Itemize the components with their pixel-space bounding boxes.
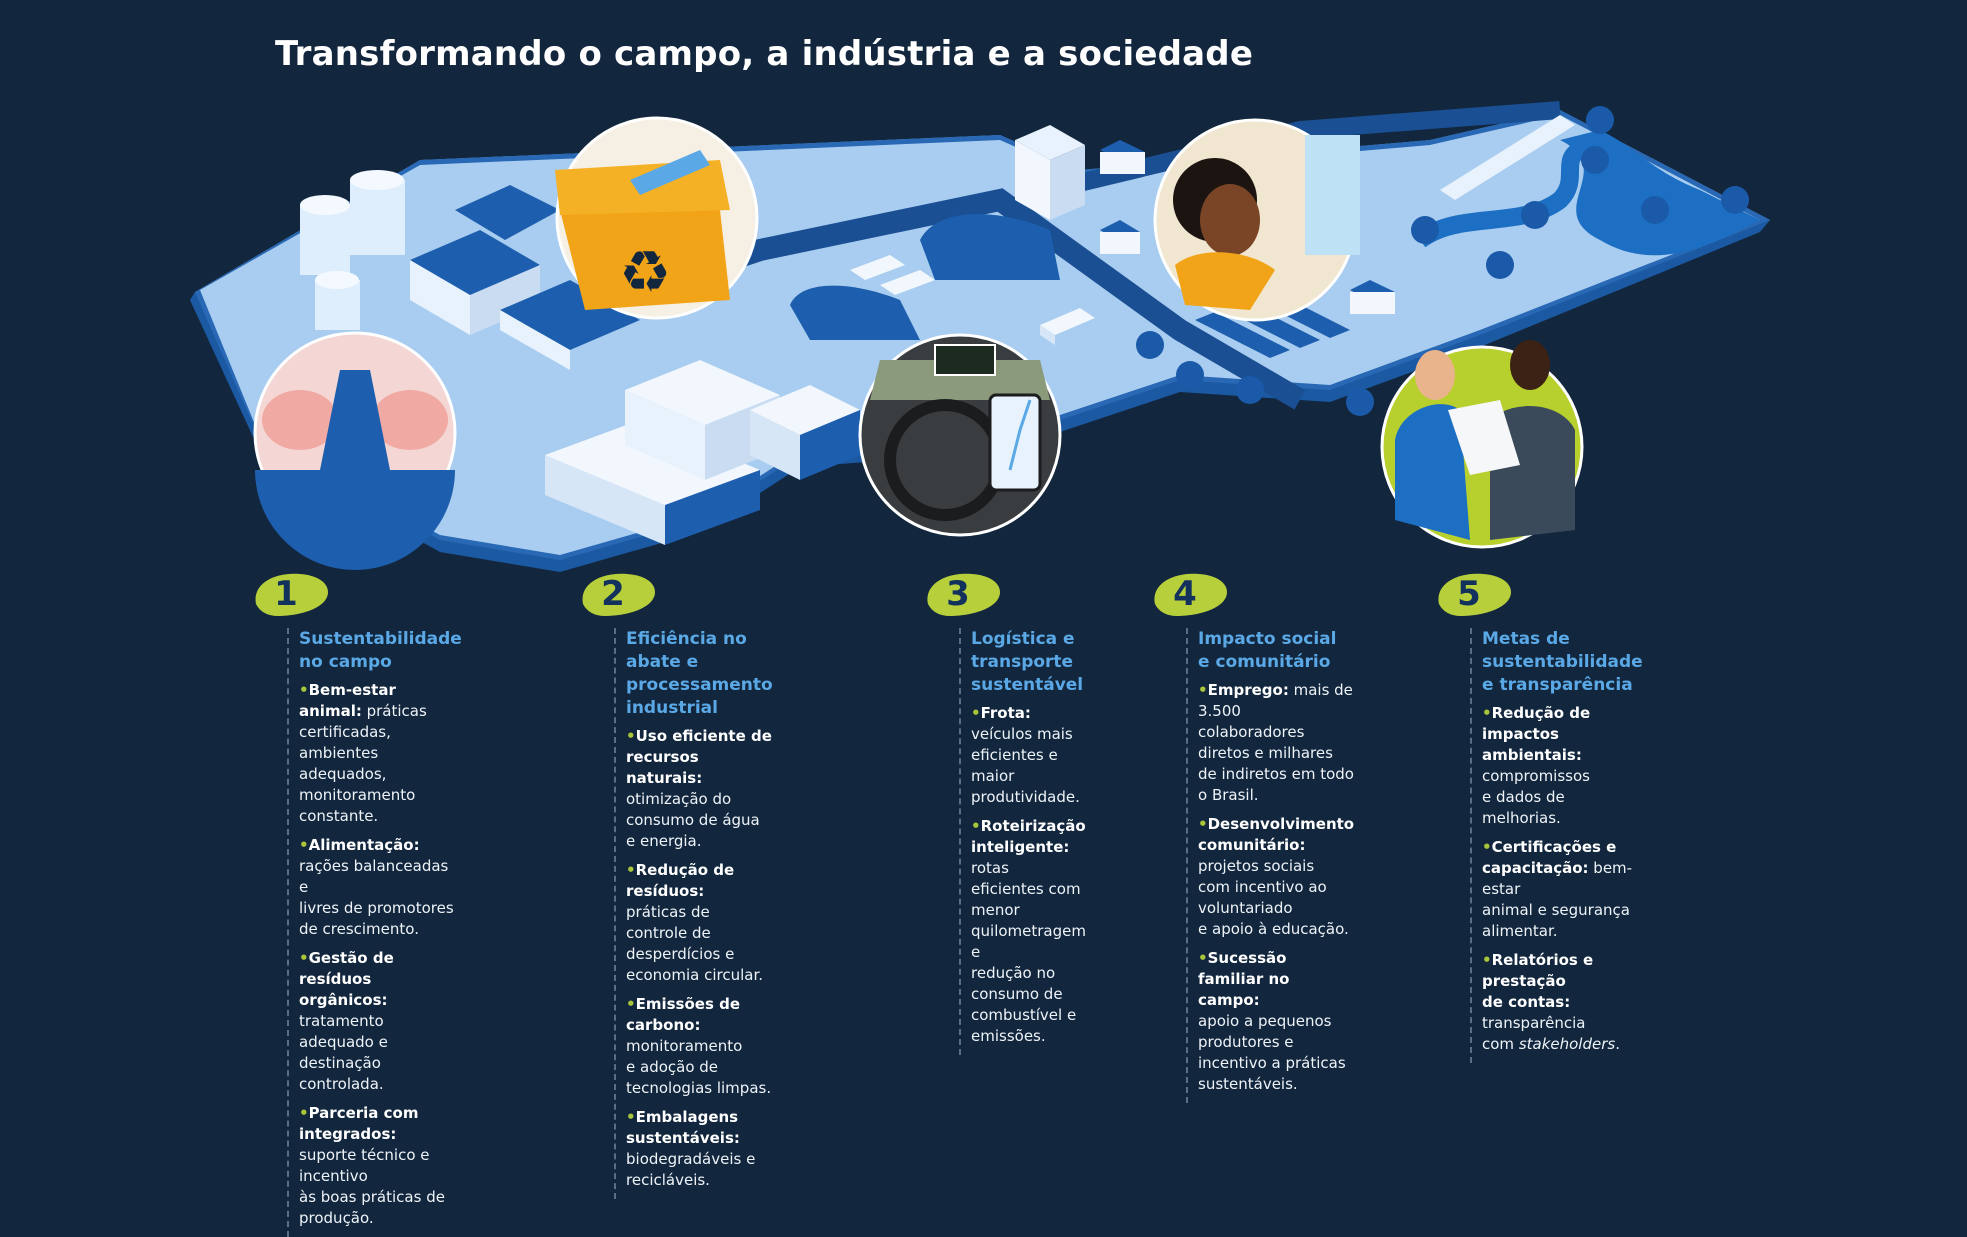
column-heading: Metas de sustentabilidade e transparênci… [1482,629,1643,695]
warehouse-buildings [790,125,1085,340]
bullet-item: •Redução de impactos ambientais: comprom… [1482,704,1591,827]
house-icon [1100,140,1395,314]
column-heading: Eficiência no abate e processamento indu… [626,629,773,718]
bullet-item: •Certificações e capacitação: bem-estar … [1482,838,1633,940]
step-number: 4 [1173,574,1197,614]
column-body: Logística e transporte sustentável •Frot… [959,628,1086,1055]
svg-text:♻: ♻ [619,238,671,306]
barn-buildings [410,185,640,370]
bullet-item: •Roteirização inteligente: rotas eficien… [971,817,1086,1045]
step-badge-2: 2 [577,570,657,618]
silo-icon [300,170,405,330]
page-title: Transformando o campo, a indústria e a s… [275,34,1254,74]
bullet-item: •Emprego: mais de 3.500 colaboradores di… [1198,681,1354,804]
bullet-item: •Alimentação: rações balanceadas e livre… [299,836,454,938]
bridge [1440,115,1575,200]
bullet-item: •Embalagens sustentáveis: biodegradáveis… [626,1108,756,1189]
column-body: Sustentabilidade no campo •Bem-estar ani… [287,628,462,1237]
column-body: Metas de sustentabilidade e transparênci… [1470,628,1643,1063]
bullet-item: •Relatórios e prestação de contas: trans… [1482,951,1620,1053]
step-number: 2 [601,574,625,614]
pig-icon [253,331,457,570]
factory-icon [545,360,860,545]
bullet-item: •Desenvolvimento comunitário: projetos s… [1198,815,1355,938]
woman-writing-icon [1153,118,1360,322]
column-heading: Sustentabilidade no campo [299,629,462,672]
bullet-item: •Frota: veículos mais eficientes e maior… [971,704,1080,806]
bullet-item: •Redução de resíduos: práticas de contro… [626,861,763,984]
tree-icon [1136,106,1749,416]
step-badge-5: 5 [1433,570,1513,618]
truck-icon [850,255,1095,345]
recycle-icon: ♻ [555,116,759,320]
bullet-item: •Parceria com integrados: suporte técnic… [299,1104,445,1227]
column-heading: Impacto social e comunitário [1198,629,1337,672]
bullet-item: •Emissões de carbono: monitoramento e ad… [626,995,772,1097]
step-badge-3: 3 [922,570,1002,618]
bullet-item: •Gestão de resíduos orgânicos: tratament… [299,949,394,1093]
step-number: 1 [274,574,298,614]
isometric-illustration: ♻ [190,101,1770,572]
step-badge-1: 1 [250,570,330,618]
handshake-people-icon [1380,340,1584,549]
bullet-item: •Uso eficiente de recursos naturais: oti… [626,727,772,850]
step-number: 5 [1457,574,1481,614]
step-number: 3 [946,574,970,614]
bullet-item: •Sucessão familiar no campo: apoio a peq… [1198,949,1346,1093]
column-body: Eficiência no abate e processamento indu… [614,628,773,1199]
column-body: Impacto social e comunitário •Emprego: m… [1186,628,1354,1103]
bullet-item: •Bem-estar animal: práticas certificadas… [299,681,427,825]
column-heading: Logística e transporte sustentável [971,629,1084,695]
step-badge-4: 4 [1149,570,1229,618]
gps-phone-icon [988,393,1042,492]
